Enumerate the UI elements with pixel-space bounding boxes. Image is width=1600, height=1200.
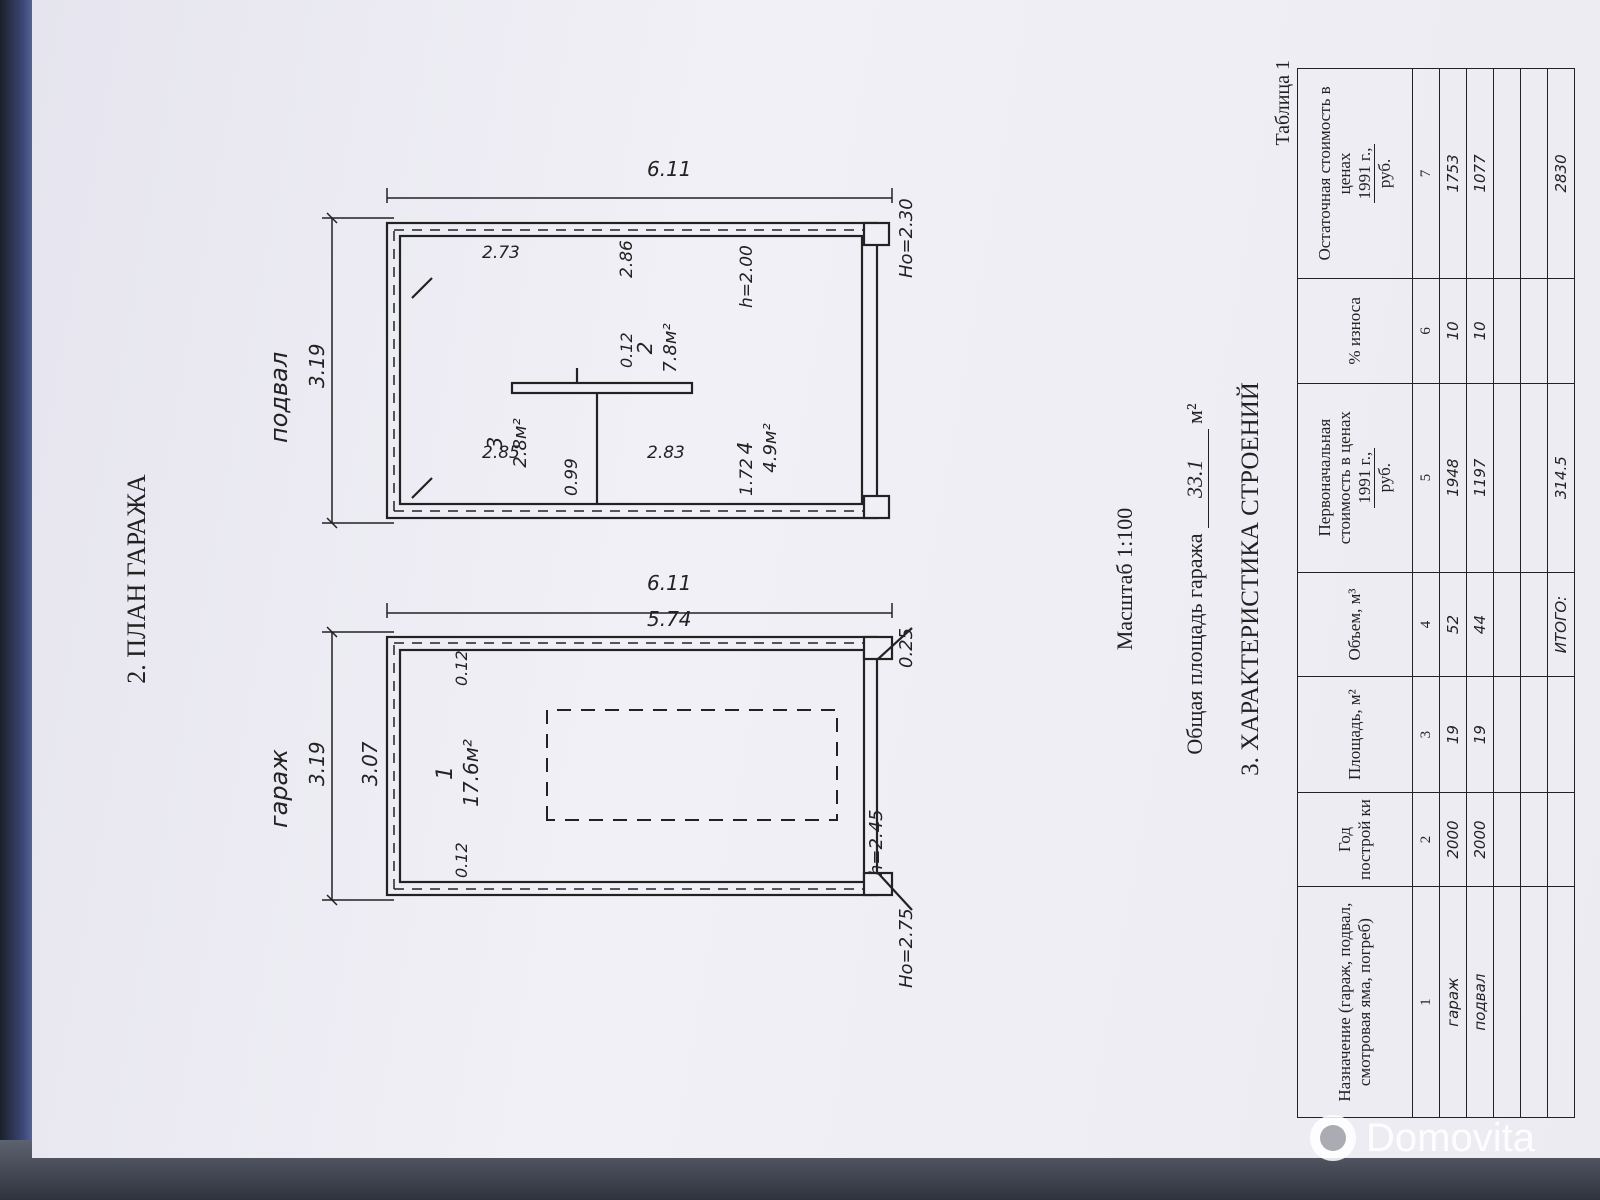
total-area-label: Общая площадь гаража [1182,533,1207,755]
characteristics-title: 3. ХАРАКТЕРИСТИКА СТРОЕНИЙ [1237,382,1264,776]
garage-room-number: 1 [433,766,458,780]
basement-inner-wall [398,234,864,506]
garage-inner-wall [398,648,866,884]
basement-height: h=2.00 [737,245,757,308]
garage-post-size: 0.25 [896,628,917,668]
total-label: ИТОГО: [1547,572,1575,677]
header-initial-cost: Первоначальная стоимость в ценах 1991 г.… [1297,383,1413,573]
total-initial: 314.5 [1547,383,1575,573]
watermark-text: Domovita [1366,1115,1535,1160]
basement-dim-286: 2.86 [617,240,637,278]
header-volume: Объем, м³ [1297,572,1413,677]
basement-name: подвал [265,352,293,443]
table-row: гараж 2000 19 52 1948 10 1753 [1439,68,1467,1118]
basement-dim-outer-length: 6.11 [647,157,692,181]
header-wear: % износа [1297,278,1413,384]
basement-room-2-number: 2 [633,342,657,355]
basement-outer-wall [385,221,879,520]
garage-height: h=2.45 [866,809,887,876]
header-residual-cost: Остаточная стоимость в ценах 1991 г.,руб… [1297,68,1413,279]
table-row: подвал 2000 19 44 1197 10 1077 [1466,68,1494,1118]
garage-room-area: 17.6м² [459,739,483,807]
table-row [1493,68,1521,1118]
table-row [1520,68,1548,1118]
basement-room-4-area: 4.9м² [760,423,781,472]
total-area-line: Общая площадь гаража 33.1 м² [1182,0,1209,1158]
garage-dim-inner-length: 5.74 [647,607,692,631]
garage-dim-inner-width: 3.07 [358,741,382,786]
characteristics-table: Назначение (гараж, подвал, смотровая яма… [1297,68,1575,1118]
garage-outer-wall [385,635,879,897]
basement-dim-283: 2.83 [647,443,685,463]
basement-dim-012: 0.12 [617,332,636,368]
total-residual: 2830 [1547,68,1575,279]
basement-dim-273: 2.73 [482,243,520,263]
total-area-unit: м² [1182,403,1207,424]
rotated-page: 2. ПЛАН ГАРАЖА [32,0,1600,1158]
basement-room-3-area: 2.8м² [510,418,531,467]
basement-room-2-area: 7.8м² [660,323,681,372]
garage-floor-plan: гараж 3.19 3.07 6.11 5.74 0.12 0.12 0.25… [265,157,917,988]
domovita-logo-icon [1310,1115,1356,1161]
basement-room-4-number: 4 [733,442,757,455]
total-area-value: 33.1 [1182,429,1209,528]
garage-name: гараж [265,749,293,828]
table-row-total: ИТОГО: 314.5 2830 [1547,68,1575,1118]
garage-wall-right: 0.12 [452,650,471,686]
garage-dim-outer-width: 3.19 [305,741,329,786]
basement-ho: Ho=2.30 [896,198,917,278]
domovita-watermark: Domovita [1310,1115,1535,1161]
basement-dim-outer-width: 3.19 [305,343,329,388]
table-caption: Таблица 1 [1272,60,1294,146]
table-row-column-numbers: 1 2 3 4 5 6 7 [1412,68,1440,1118]
header-area: Площадь, м² [1297,676,1413,793]
header-year: Год построй ки [1297,792,1413,887]
scale-label: Масштаб 1:100 [1112,507,1137,651]
basement-room-3-number: 3 [483,437,507,450]
document-sheet: 2. ПЛАН ГАРАЖА [32,0,1600,1158]
basement-dim-099: 0.99 [562,458,582,496]
header-purpose: Назначение (гараж, подвал, смотровая яма… [1297,886,1413,1118]
basement-dim-285: 2.85 [482,443,520,463]
garage-dim-outer-length: 6.11 [647,571,692,595]
garage-wall-left: 0.12 [452,842,471,878]
garage-ho: Ho=2.75 [896,908,917,988]
basement-dim-172: 1.72 [737,458,757,496]
